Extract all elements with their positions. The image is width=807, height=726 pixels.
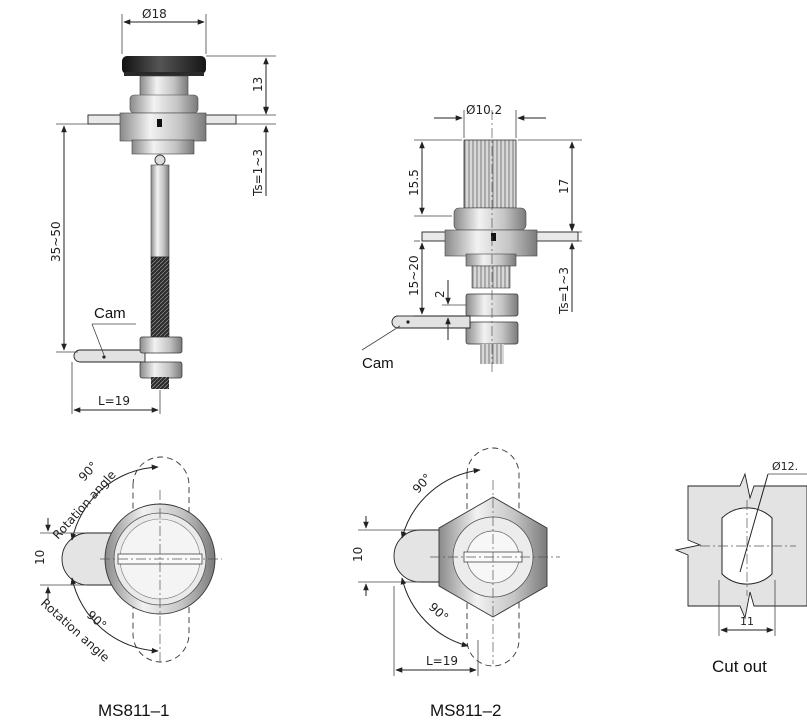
dim-m2-top: 15.5: [407, 169, 421, 196]
ms811-2-side-view: Ø10.2 15.5 17 Ts=1~3 15~20 2 Cam: [361, 103, 582, 372]
dim-m1-ts: Ts=1~3: [251, 149, 265, 197]
ms811-1-side-view: Ø18 13 Ts=1~3 35~50 Cam L=19: [49, 7, 276, 414]
thread: [150, 256, 170, 338]
ms811-1-top-view: 10 90° Rotation angle 90° Rotation angle: [33, 456, 222, 665]
dim-m2-head: 17: [557, 179, 571, 194]
model-caption-ms811-1: MS811–1: [98, 701, 170, 720]
angle-bottom-1: 90°: [84, 608, 109, 633]
dim-m1-side: 10: [33, 550, 47, 565]
dim-m2-range: 15~20: [407, 255, 421, 296]
dim-cut-diameter: Ø12.: [772, 460, 798, 473]
dim-m1-diameter: Ø18: [142, 7, 167, 21]
model-caption-ms811-2: MS811–2: [430, 701, 502, 720]
cam-label-2: Cam: [362, 355, 394, 372]
angle-bottom-2: 90°: [426, 600, 451, 625]
dim-m2-ts: Ts=1~3: [557, 267, 571, 315]
dim-m2-gap: 2: [433, 290, 447, 298]
cutout-caption: Cut out: [712, 657, 767, 676]
cutout-view: Ø12. 11 Cut out: [674, 460, 807, 676]
dim-cut-width: 11: [740, 615, 754, 628]
shaft: [150, 164, 170, 258]
ms811-2-top-view: 10 90° 90° L=19: [351, 447, 560, 676]
cam-shape-2: [391, 315, 471, 329]
dim-m1-length: 35~50: [49, 221, 63, 262]
cam-shape: [73, 349, 146, 363]
dim-m1-head: 13: [251, 77, 265, 92]
dim-m2-diameter: Ø10.2: [466, 103, 502, 117]
cam-label-1: Cam: [94, 305, 126, 322]
knurled-knob: [463, 139, 517, 209]
dim-m2-side: 10: [351, 547, 365, 562]
dim-m2-L: L=19: [426, 654, 458, 668]
knob-shape: [122, 56, 206, 74]
dim-m1-L: L=19: [98, 394, 130, 408]
